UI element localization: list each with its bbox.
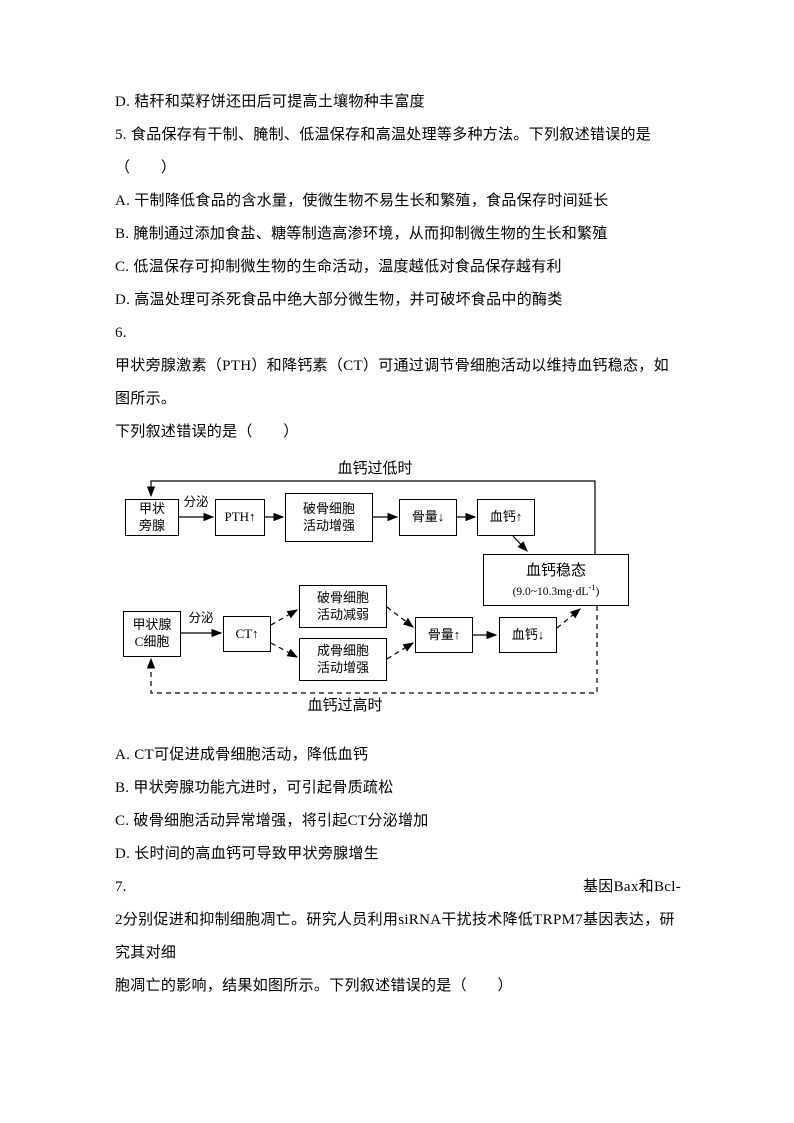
dashed-connectors xyxy=(146,606,598,694)
arrow-ct-to-osteoclast-down xyxy=(270,609,299,626)
q7-line3: 胞凋亡的影响，结果如图所示。下列叙述错误的是（ ） xyxy=(115,978,513,994)
box-osteoclast-down: 破骨细胞 活动减弱 xyxy=(299,585,387,628)
arrow-osteoclast-down-to-bone-up xyxy=(386,606,414,628)
diagram-connectors xyxy=(146,480,598,694)
feedback-low-calcium-line xyxy=(146,480,596,554)
q5-option-b: B. 腌制通过添加食盐、糖等制造高渗环境，从而抑制微生物的生长和繁殖 xyxy=(115,226,608,242)
box-osteoclast-up: 破骨细胞 活动增强 xyxy=(285,493,373,542)
arrow-osteoblast-up-to-bone-up xyxy=(386,642,415,660)
q5-option-c: C. 低温保存可抑制微生物的生命活动，温度越低对食品保存越有利 xyxy=(115,259,562,275)
feedback-high-calcium-line xyxy=(146,606,598,694)
box-pth: PTH↑ xyxy=(215,499,265,536)
box-osteoblast-up: 成骨细胞 活动增强 xyxy=(299,638,387,681)
prev-question-option-d: D. 秸秆和菜籽饼还田后可提高土壤物种丰富度 xyxy=(115,94,425,110)
range-pre: (9.0~10.3mg·dL xyxy=(512,585,589,598)
box-blood-calcium-up: 血钙↑ xyxy=(477,499,535,536)
box-calcium-homeostasis: 血钙稳态 (9.0~10.3mg·dL-1) xyxy=(483,554,629,606)
q6-number: 6. xyxy=(115,325,127,341)
homeostasis-title: 血钙稳态 xyxy=(525,562,586,579)
q6-stem-line2: 下列叙述错误的是（ ） xyxy=(115,424,299,440)
blood-calcium-regulation-diagram: 血钙过低时 血钙过高时 分泌 分泌 甲状 旁腺 PTH↑ 破骨细胞 活动增强 骨… xyxy=(115,461,681,725)
q7-first-line: 7. 基因Bax和Bcl- xyxy=(115,871,681,904)
q5-option-a: A. 干制降低食品的含水量，使微生物不易生长和繁殖，食品保存时间延长 xyxy=(115,193,609,209)
q7-number: 7. xyxy=(115,879,127,895)
box-ct: CT↑ xyxy=(223,616,271,652)
q5-option-d: D. 高温处理可杀死食品中绝大部分微生物，并可破坏食品中的酶类 xyxy=(115,292,563,308)
box-thyroid-c-cells: 甲状腺 C细胞 xyxy=(123,611,181,657)
arrow-ca-up-to-homeostasis xyxy=(512,535,528,552)
q6-option-d: D. 长时间的高血钙可导致甲状旁腺增生 xyxy=(115,846,380,862)
solid-connectors xyxy=(146,480,596,640)
q7-line2: 2分别促进和抑制细胞凋亡。研究人员利用siRNA干扰技术降低TRPM7基因表达，… xyxy=(115,912,675,961)
q6-option-c: C. 破骨细胞活动异常增强，将引起CT分泌增加 xyxy=(115,813,429,829)
q5-stem: 5. 食品保存有干制、腌制、低温保存和高温处理等多种方法。下列叙述错误的是（ ） xyxy=(115,127,652,176)
label-low-calcium: 血钙过低时 xyxy=(337,461,413,477)
q7-line1-text: 基因Bax和Bcl- xyxy=(583,879,681,895)
q6-stem-line1: 甲状旁腺激素（PTH）和降钙素（CT）可通过调节骨细胞活动以维持血钙稳态，如图所… xyxy=(115,358,669,407)
box-bone-mass-down: 骨量↓ xyxy=(399,499,457,536)
arrow-ca-down-to-homeostasis xyxy=(556,608,581,629)
box-bone-mass-up: 骨量↑ xyxy=(415,617,473,653)
secrete-label-bottom: 分泌 xyxy=(188,611,214,625)
box-blood-calcium-down: 血钙↓ xyxy=(499,617,557,653)
range-post: ) xyxy=(595,585,600,598)
secrete-label-top: 分泌 xyxy=(183,495,209,509)
label-high-calcium: 血钙过高时 xyxy=(307,698,383,714)
homeostasis-range: (9.0~10.3mg·dL-1) xyxy=(513,580,600,599)
range-sup: -1 xyxy=(588,581,596,592)
box-parathyroid: 甲状 旁腺 xyxy=(125,499,179,536)
page-content: D. 秸秆和菜籽饼还田后可提高土壤物种丰富度 5. 食品保存有干制、腌制、低温保… xyxy=(115,86,681,1003)
q6-option-a: A. CT可促进成骨细胞活动，降低血钙 xyxy=(115,747,369,763)
arrow-ct-to-osteoblast-up xyxy=(270,642,299,658)
q6-option-b: B. 甲状旁腺功能亢进时，可引起骨质疏松 xyxy=(115,780,394,796)
